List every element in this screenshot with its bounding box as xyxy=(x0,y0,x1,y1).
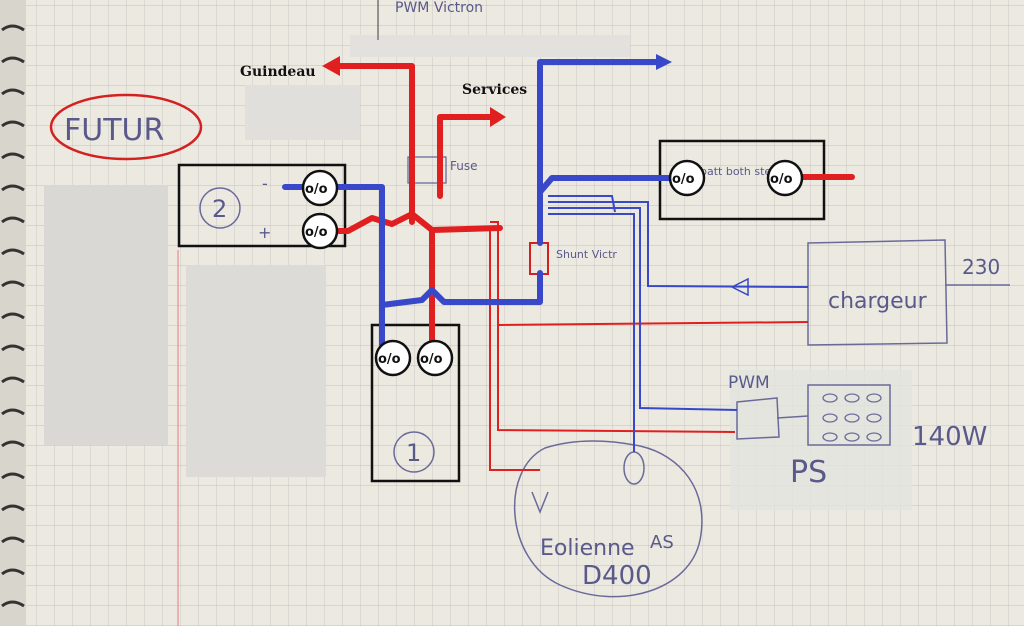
guindeau-arrow xyxy=(322,56,340,76)
pwm-label: PWM xyxy=(728,373,770,393)
watts-label: 140W xyxy=(912,422,987,452)
fuse-label: Fuse xyxy=(450,159,478,173)
battery-2-box xyxy=(177,163,347,248)
switch-battery-1-positive: o/o xyxy=(416,339,454,377)
services-wire xyxy=(437,114,503,199)
services-label: Services xyxy=(462,82,527,98)
pwm-box xyxy=(736,397,780,440)
ps-panel xyxy=(807,384,891,446)
battery-1-box xyxy=(370,323,461,483)
shunt-label: Shunt Victr xyxy=(556,248,617,261)
battery-1-number: 1 xyxy=(406,439,421,467)
eolienne-plus-arrow xyxy=(531,491,549,515)
redaction-patch xyxy=(245,85,360,140)
redaction-patch xyxy=(44,185,168,445)
futur-oval xyxy=(49,93,203,161)
negative-out-arrow xyxy=(656,54,672,70)
switch-stern-positive: o/o xyxy=(766,159,804,197)
svg-text:o/o: o/o xyxy=(378,352,401,367)
d400-label: D400 xyxy=(582,561,652,591)
futur-label: FUTUR xyxy=(64,113,164,148)
eolienne-circle xyxy=(513,440,703,598)
chargeur-box xyxy=(807,239,948,346)
battery-2-minus: - xyxy=(262,174,268,193)
stern-negative-wire xyxy=(537,175,675,195)
thin-blue-wire xyxy=(548,213,635,452)
switch-stern-negative: o/o xyxy=(668,159,706,197)
battery-2-plus: + xyxy=(258,223,271,242)
redaction-patch xyxy=(350,35,630,57)
switch-battery-1-negative: o/o xyxy=(374,339,412,377)
switch-battery-2-positive: o/o xyxy=(301,212,339,250)
redaction-patch xyxy=(730,370,912,510)
svg-text:o/o: o/o xyxy=(305,225,328,240)
eolienne-label: Eolienne xyxy=(540,536,635,561)
svg-text:o/o: o/o xyxy=(672,172,695,187)
eolienne-minus-terminal xyxy=(623,451,645,485)
thin-red-wire xyxy=(497,321,809,326)
thin-blue-wire xyxy=(548,201,809,288)
guindeau-label: Guindeau xyxy=(240,64,316,80)
switch-battery-2-negative: o/o xyxy=(301,169,339,207)
negative-main-wire xyxy=(537,59,663,246)
svg-text:o/o: o/o xyxy=(420,352,443,367)
chargeur-label: chargeur xyxy=(828,289,928,314)
thin-blue-wire xyxy=(548,207,738,411)
svg-text:o/o: o/o xyxy=(770,172,793,187)
top-scrawl: PWM Victron xyxy=(395,0,483,16)
battery-2-circle xyxy=(199,187,241,229)
batt-both-stern-note: batt both stern xyxy=(700,165,782,178)
battery-2-number: 2 xyxy=(212,195,227,223)
ps-label: PS xyxy=(790,455,827,490)
battery-1-circle xyxy=(393,431,435,473)
chargeur-arrow xyxy=(730,277,749,297)
eolienne-strike: AS xyxy=(650,532,674,553)
svg-text:o/o: o/o xyxy=(305,182,328,197)
spiral-binding xyxy=(0,0,26,626)
thin-red-wire xyxy=(490,221,736,433)
fuse-component xyxy=(407,156,447,184)
v230-label: 230 xyxy=(962,255,1000,279)
services-arrow xyxy=(490,107,506,127)
shunt-component xyxy=(529,242,549,275)
negative-bus-wire xyxy=(282,184,543,308)
thin-blue-wire xyxy=(548,195,616,213)
redaction-patch xyxy=(186,265,326,477)
guindeau-wire xyxy=(333,63,415,225)
